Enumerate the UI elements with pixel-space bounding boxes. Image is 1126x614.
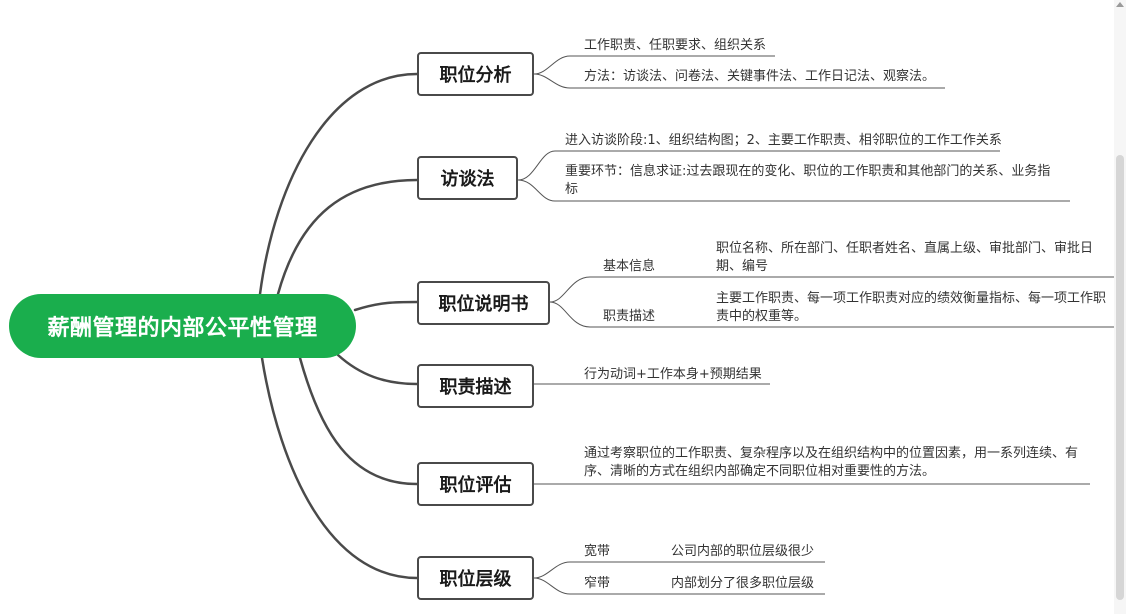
sub-topic-detail: 内部划分了很多职位层级: [671, 576, 815, 591]
root-topic[interactable]: 薪酬管理的内部公平性管理: [9, 294, 356, 358]
sub-topic-detail: 主要工作职责、每一项工作职责对应的绩效衡量指标、每一项工作职责中的权重等。: [716, 291, 1107, 324]
branch-node-position-analysis[interactable]: 职位分析: [417, 52, 534, 96]
leaf-text: 进入访谈阶段:1、组织结构图；2、主要工作职责、相邻职位的工作工作关系: [565, 133, 1002, 148]
leaf-text: 行为动词+工作本身+预期结果: [584, 367, 762, 382]
sub-topic-label: 基本信息: [603, 259, 656, 274]
vertical-scrollbar[interactable]: [1114, 0, 1126, 614]
connector-leaf-1b: [533, 73, 945, 89]
connector-branch-3: [353, 300, 419, 312]
branch-node-interview[interactable]: 访谈法: [417, 156, 518, 200]
sub-topic-label: 窄带: [584, 576, 611, 591]
leaf-text: 重要环节：信息求证:过去跟现在的变化、职位的工作职责和其他部门的关系、业务指标: [565, 164, 1051, 197]
connector-leaf-2b: [517, 179, 1070, 202]
sub-topic-label: 宽带: [584, 544, 611, 559]
sub-topic-label: 职责描述: [603, 309, 656, 324]
connector-branch-6: [260, 356, 419, 580]
branch-node-duty-description[interactable]: 职责描述: [417, 364, 534, 408]
connector-branch-1: [258, 72, 419, 296]
connector-sub-3b: [549, 301, 700, 328]
leaf-text: 通过考察职位的工作职责、复杂程序以及在组织结构中的位置因素，用一系列连续、有序、…: [584, 446, 1079, 479]
branch-node-job-levels[interactable]: 职位层级: [417, 556, 534, 600]
sub-topic-detail: 公司内部的职位层级很少: [671, 544, 815, 559]
sub-topic-detail: 职位名称、所在部门、任职者姓名、直属上级、审批部门、审批日期、编号: [716, 241, 1094, 274]
scrollbar-thumb[interactable]: [1116, 155, 1124, 600]
connector-sub-6b: [533, 577, 655, 595]
connector-branch-4: [336, 353, 419, 386]
branch-node-job-description[interactable]: 职位说明书: [417, 281, 550, 325]
leaf-text: 工作职责、任职要求、组织关系: [584, 38, 767, 53]
connector-sub-3a: [549, 276, 700, 303]
leaf-text: 方法：访谈法、问卷法、关键事件法、工作日记法、观察法。: [584, 69, 936, 84]
scroll-up-arrow-icon[interactable]: [1116, 2, 1124, 7]
connector-branch-2: [276, 178, 419, 296]
connector-leaf-1a: [533, 55, 775, 75]
connector-branch-5: [298, 356, 419, 486]
connector-sub-6a: [533, 561, 655, 579]
connector-leaf-2a: [517, 150, 1000, 181]
branch-node-job-evaluation[interactable]: 职位评估: [417, 462, 534, 506]
